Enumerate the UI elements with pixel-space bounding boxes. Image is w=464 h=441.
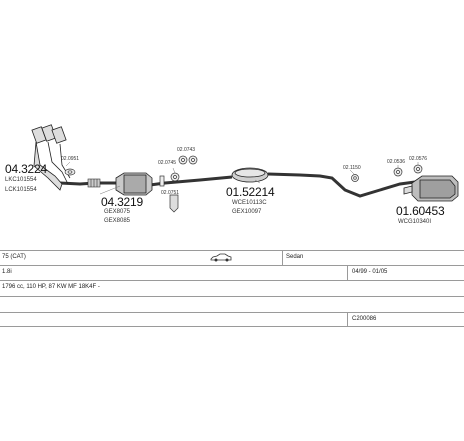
part-number-gasket: 02.0951 [61, 156, 80, 162]
clamp-shape-3 [351, 174, 359, 182]
part-number-bracket-1: 02.0751 [161, 190, 180, 196]
sedan-car-icon [210, 253, 232, 262]
part-number-manifold: 04.3224 [5, 162, 47, 176]
exhaust-system-diagram [31, 124, 459, 213]
table-line-1 [0, 250, 464, 251]
part-number-clamp-3: 02.1150 [343, 165, 361, 171]
manifold-shape [31, 124, 71, 191]
table-line-3 [0, 280, 464, 281]
exhaust-pipe-rear [267, 172, 416, 198]
part-code-manifold-1: LKC101554 [5, 177, 37, 183]
vehicle-spec: 1796 cc, 110 HP, 87 KW MF 18K4F - [2, 284, 100, 290]
part-code-rear-silencer: WCG10340I [398, 219, 432, 225]
clamp-shape-1 [178, 155, 198, 165]
clamp-shape-6 [413, 164, 423, 174]
clamp-shape-5 [393, 167, 403, 177]
vehicle-years: 04/99 - 01/05 [352, 269, 388, 275]
exhaust-pipe-front [59, 181, 118, 186]
clamp-shape-4 [159, 175, 165, 187]
table-divider-1 [282, 250, 283, 265]
part-code-catalyst-1: GEX8075 [104, 209, 131, 215]
clamp-shape-2 [170, 172, 180, 182]
vehicle-body: Sedan [286, 254, 304, 260]
part-number-catalyst: 04.3219 [101, 195, 143, 209]
table-line-5 [0, 312, 464, 313]
part-number-clamp-4: 02.0536 [387, 159, 406, 165]
leader-lines [65, 161, 419, 195]
vehicle-engine: 1.8i [2, 269, 12, 275]
table-line-6 [0, 326, 464, 327]
part-number-clamp-1: 02.0743 [177, 147, 196, 153]
table-line-2 [0, 265, 464, 266]
table-line-4 [0, 296, 464, 297]
part-code-manifold-2: LCK101554 [5, 187, 37, 193]
gasket-shape [64, 168, 76, 176]
exhaust-pipe-middle [149, 175, 233, 187]
part-code-catalyst-2: GEX8085 [104, 218, 131, 224]
vehicle-ref: C200086 [352, 316, 377, 322]
table-divider-2 [347, 265, 348, 280]
flex-pipe-shape [87, 178, 101, 188]
middle-silencer-shape [231, 167, 269, 183]
part-number-rear-silencer: 01.60453 [396, 204, 445, 218]
table-divider-3 [347, 312, 348, 326]
part-number-clamp-5: 02.0576 [409, 156, 428, 162]
part-number-middle-silencer: 01.52214 [226, 185, 275, 199]
bracket-shape [169, 194, 179, 213]
vehicle-model: 75 (CAT) [2, 254, 26, 260]
part-code-middle-silencer-1: WCE10113C [232, 200, 267, 206]
rear-silencer-shape [403, 175, 459, 202]
catalyst-shape [115, 172, 153, 196]
part-code-middle-silencer-2: GEX10097 [232, 209, 262, 215]
part-number-clamp-2: 02.0745 [158, 160, 177, 166]
